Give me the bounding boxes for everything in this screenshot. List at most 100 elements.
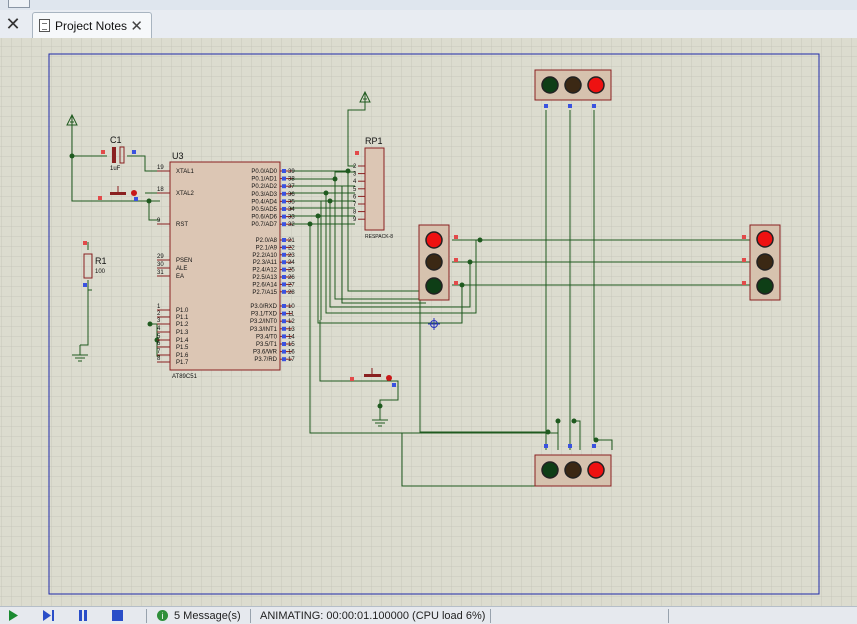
pin-number: 9 bbox=[353, 217, 357, 223]
lamp-south-2 bbox=[587, 461, 605, 479]
schematic-drawing[interactable]: C1 1uF R1 100 U3 AT89C51 19XTAL118XTAL29… bbox=[0, 38, 857, 606]
pin-number: 13 bbox=[288, 327, 295, 333]
pin-number: 25 bbox=[288, 268, 295, 274]
pin-number: 32 bbox=[288, 222, 295, 228]
tab-close-icon[interactable]: ✕ bbox=[130, 17, 143, 35]
pin-number: 35 bbox=[288, 199, 295, 205]
lamp-south-1 bbox=[564, 461, 582, 479]
pin-name: ALE bbox=[176, 266, 187, 272]
pin-number: 7 bbox=[353, 202, 357, 208]
lamp-west-0 bbox=[425, 231, 443, 249]
pin-number: 4 bbox=[157, 326, 161, 332]
pin-number: 39 bbox=[288, 169, 295, 175]
pin-name: P2.0/A8 bbox=[256, 238, 278, 244]
pin-number: 36 bbox=[288, 192, 295, 198]
messages-indicator[interactable]: i 5 Message(s) bbox=[157, 607, 241, 624]
resistor-r1[interactable]: R1 100 bbox=[83, 241, 107, 287]
right-pins: 39P0.0/AD038P0.1/AD137P0.2/AD236P0.3/AD3… bbox=[250, 169, 295, 363]
grid-background bbox=[0, 38, 857, 606]
pin-number: 22 bbox=[288, 245, 295, 251]
pin-number: 9 bbox=[157, 218, 161, 224]
pin-number: 30 bbox=[157, 262, 164, 268]
close-icon[interactable]: ✕ bbox=[5, 13, 21, 35]
status-separator bbox=[250, 609, 251, 623]
pause-icon[interactable] bbox=[74, 607, 92, 624]
pin-number: 10 bbox=[288, 304, 295, 310]
pin-number: 5 bbox=[353, 187, 357, 193]
pin-number: 38 bbox=[288, 177, 295, 183]
pin-name: P0.6/AD6 bbox=[251, 215, 277, 221]
pin-name: P2.3/A11 bbox=[253, 260, 278, 266]
lamp-east-0 bbox=[756, 230, 774, 248]
traffic-light-south[interactable] bbox=[534, 444, 612, 487]
rp1-label: RP1 bbox=[365, 136, 383, 146]
r1-value: 100 bbox=[95, 269, 106, 275]
pin-name: P1.2 bbox=[176, 322, 189, 328]
ground-icon bbox=[72, 345, 88, 362]
pin-number: 6 bbox=[157, 341, 161, 347]
pin-name: PSEN bbox=[176, 258, 192, 264]
pin-name: P0.3/AD3 bbox=[251, 192, 277, 198]
pin-name: P1.3 bbox=[176, 330, 189, 336]
status-separator bbox=[490, 609, 491, 623]
pin-name: P2.4/A12 bbox=[252, 268, 277, 274]
pin-name: RST bbox=[176, 222, 188, 228]
traffic-light-east[interactable] bbox=[742, 224, 781, 301]
pin-name: P0.0/AD0 bbox=[251, 169, 277, 175]
left-pins: 19XTAL118XTAL29RST29PSEN30ALE31EA1P1.02P… bbox=[157, 165, 195, 366]
status-separator bbox=[668, 609, 669, 623]
pin-name: P3.4/T0 bbox=[256, 334, 278, 340]
messages-count: 5 Message(s) bbox=[174, 609, 241, 622]
pin-number: 8 bbox=[353, 210, 357, 216]
pin-number: 33 bbox=[288, 215, 295, 221]
pin-name: P2.1/A9 bbox=[256, 245, 278, 251]
traffic-light-north[interactable] bbox=[534, 69, 612, 108]
pin-name: P1.7 bbox=[176, 360, 189, 366]
cursor-crosshair-icon bbox=[428, 318, 440, 330]
pin-number: 21 bbox=[288, 238, 295, 244]
push-button-p3[interactable] bbox=[350, 368, 396, 387]
pin-number: 34 bbox=[288, 207, 295, 213]
pin-number: 26 bbox=[288, 275, 295, 281]
tab-project-notes[interactable]: Project Notes ✕ bbox=[32, 12, 152, 38]
pin-number: 28 bbox=[288, 290, 295, 296]
pin-number: 5 bbox=[157, 334, 161, 340]
pin-number: 1 bbox=[157, 304, 161, 310]
junction-dots bbox=[69, 153, 599, 443]
pin-number: 16 bbox=[288, 350, 295, 356]
lamp-west-1 bbox=[425, 253, 443, 271]
pin-name: P2.5/A13 bbox=[252, 275, 277, 281]
pin-name: P1.0 bbox=[176, 308, 189, 314]
lamp-north-0 bbox=[541, 76, 559, 94]
power-terminal-icon[interactable] bbox=[359, 90, 371, 103]
lamp-east-1 bbox=[756, 253, 774, 271]
ground-icon bbox=[372, 412, 388, 427]
step-icon[interactable] bbox=[40, 607, 58, 624]
animation-status: ANIMATING: 00:00:01.100000 (CPU load 6%) bbox=[260, 609, 486, 622]
pin-number: 3 bbox=[353, 172, 357, 178]
pin-name: P3.6/WR bbox=[253, 350, 278, 356]
pin-name: P3.3/INT1 bbox=[250, 327, 278, 333]
pin-number: 19 bbox=[157, 165, 164, 171]
traffic-light-west[interactable] bbox=[418, 224, 458, 301]
pin-number: 2 bbox=[353, 164, 357, 170]
pin-number: 12 bbox=[288, 319, 295, 325]
microcontroller-u3[interactable]: U3 AT89C51 19XTAL118XTAL29RST29PSEN30ALE… bbox=[157, 151, 295, 380]
pin-number: 11 bbox=[288, 312, 295, 318]
stop-icon[interactable] bbox=[108, 607, 126, 624]
pin-number: 8 bbox=[157, 356, 161, 362]
reset-button[interactable] bbox=[98, 186, 138, 202]
play-icon[interactable] bbox=[4, 607, 22, 624]
pin-number: 2 bbox=[157, 311, 161, 317]
power-terminal-icon[interactable] bbox=[66, 113, 78, 126]
pin-name: P0.1/AD1 bbox=[251, 177, 277, 183]
capacitor-c1[interactable]: C1 1uF bbox=[101, 135, 136, 172]
restore-icon[interactable] bbox=[8, 0, 30, 8]
pin-name: P2.7/A15 bbox=[252, 290, 277, 296]
pin-number: 27 bbox=[288, 282, 295, 288]
pin-number: 3 bbox=[157, 318, 161, 324]
pin-name: P1.4 bbox=[176, 338, 189, 344]
